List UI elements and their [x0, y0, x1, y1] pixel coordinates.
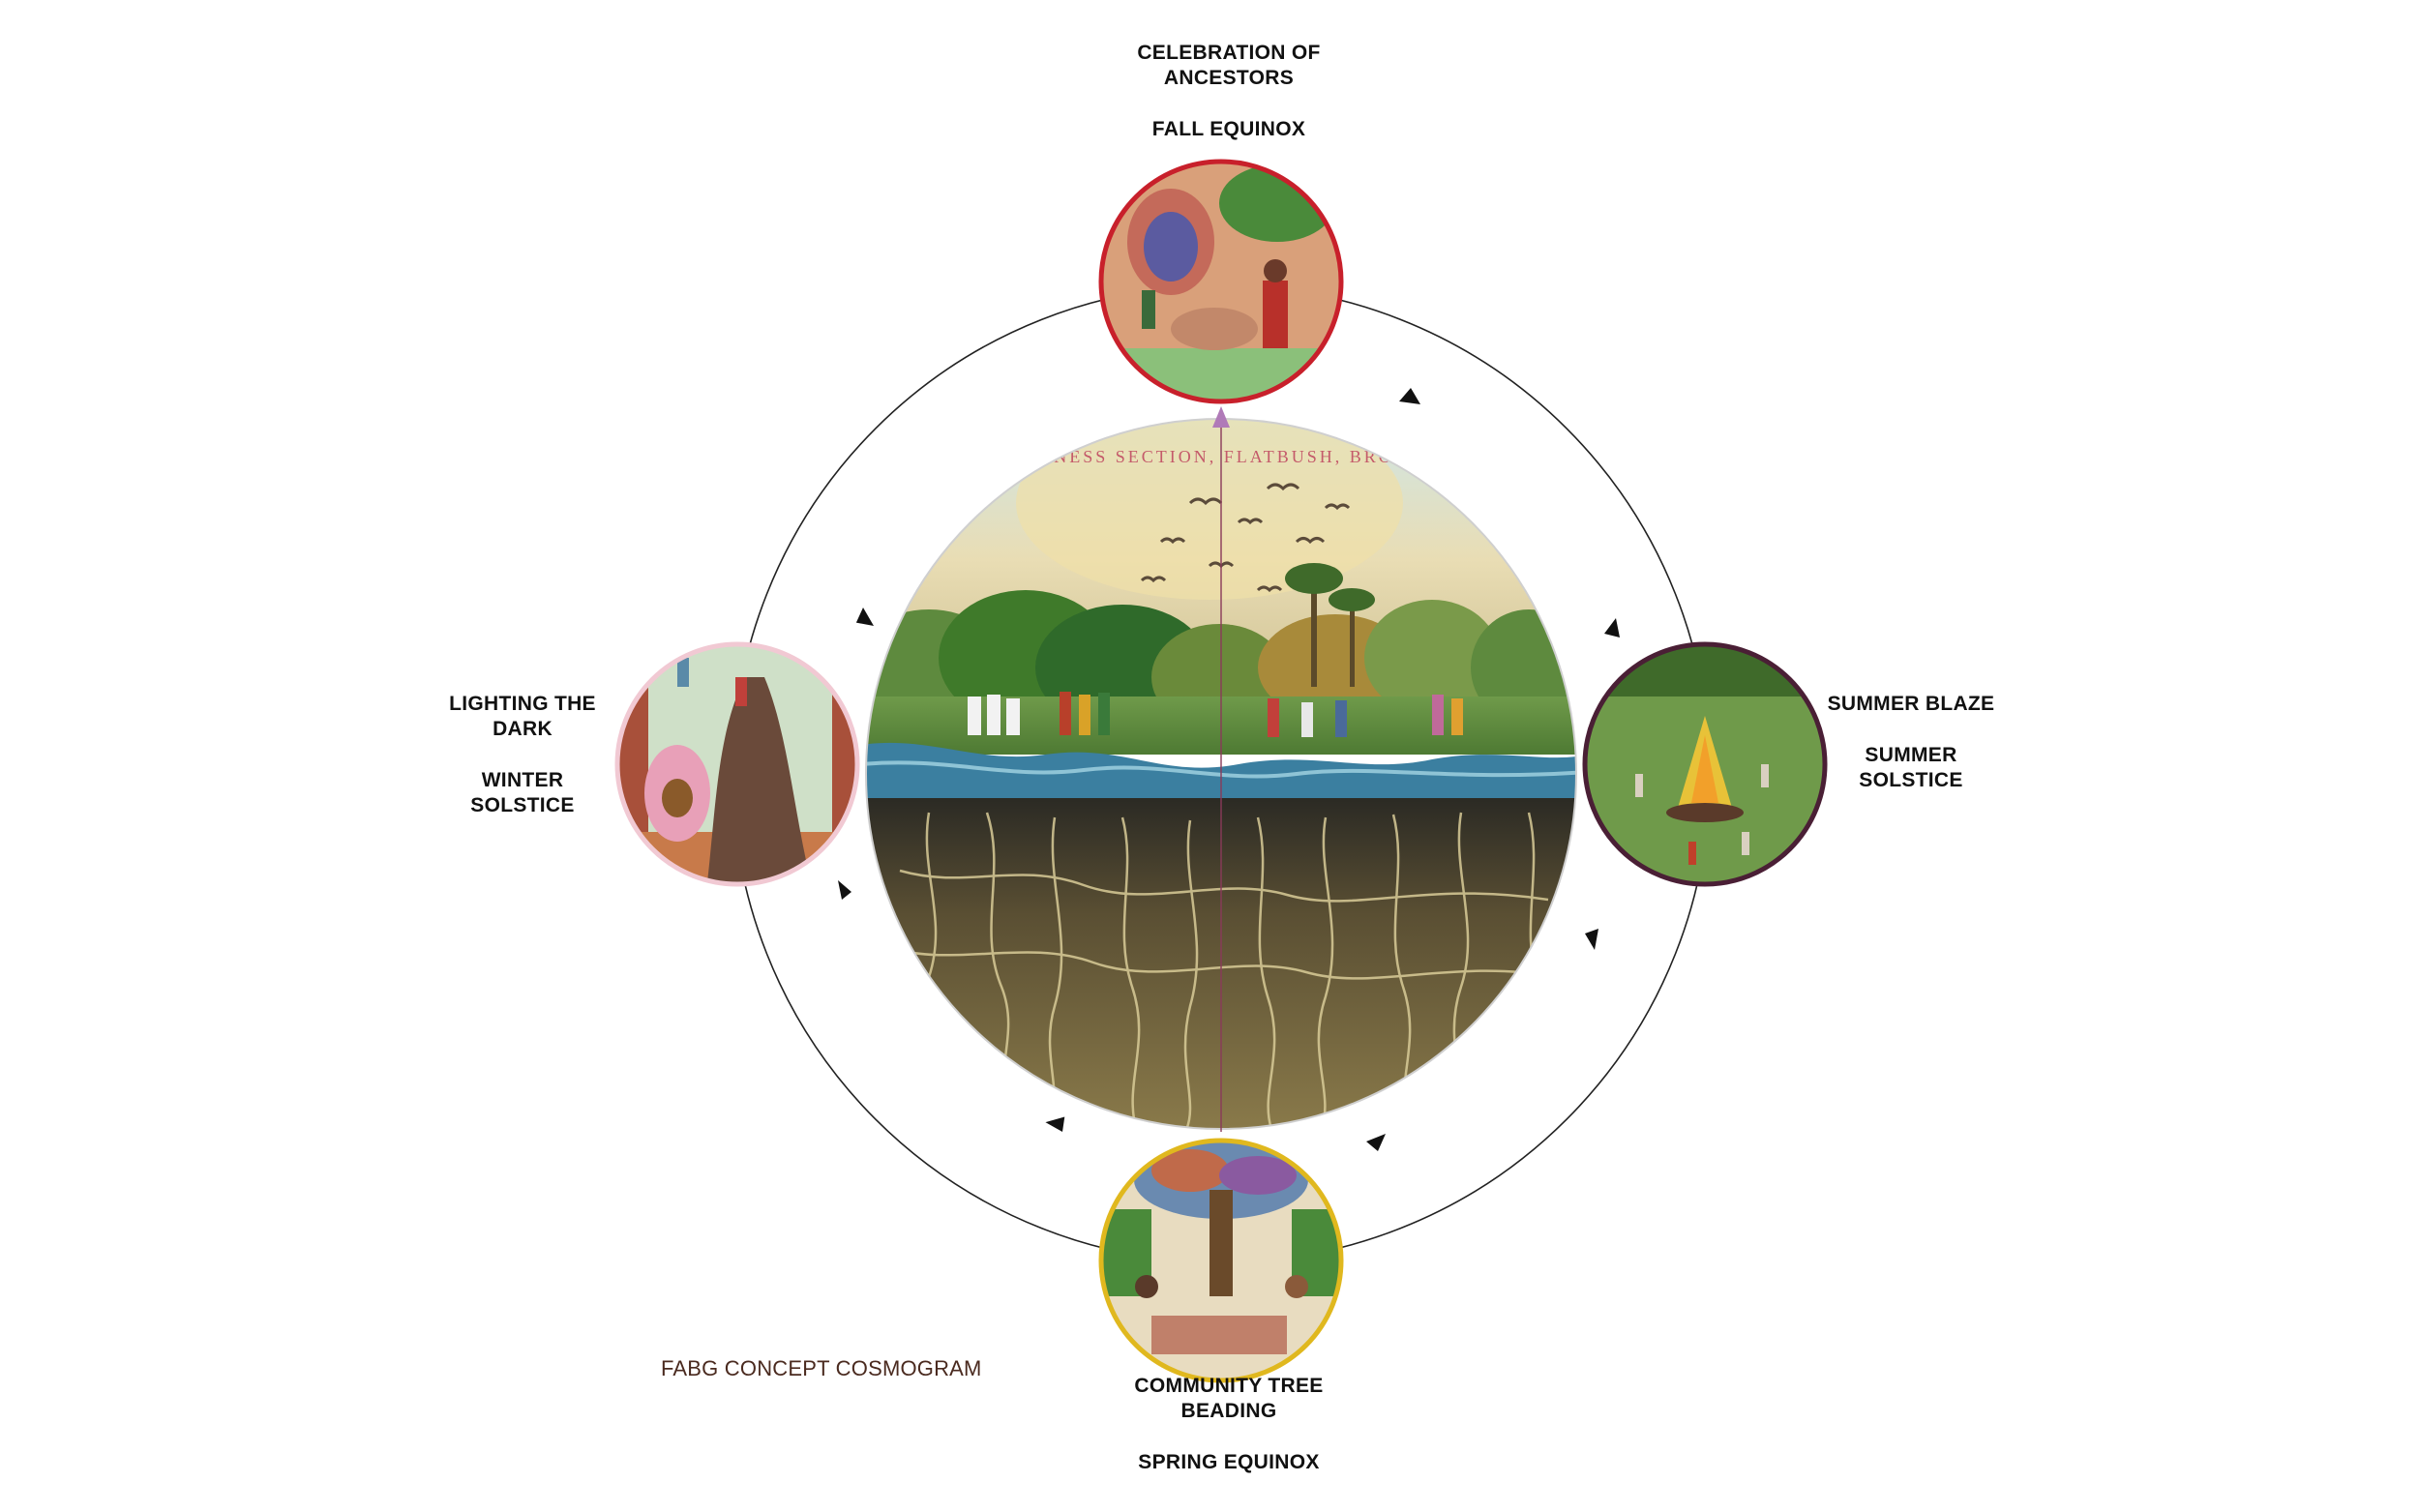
season-circle-fall	[1093, 155, 1355, 416]
arrow-icon	[1585, 929, 1598, 950]
label-winter-solstice: LIGHTING THE DARK WINTER SOLSTICE	[406, 692, 639, 818]
event-title: CELEBRATION OF	[1089, 41, 1369, 66]
season-name: SOLSTICE	[1795, 768, 2027, 793]
arrow-icon	[838, 880, 851, 900]
arrow-icon	[1045, 1110, 1070, 1134]
event-title: BEADING	[1079, 1399, 1379, 1424]
event-title: ANCESTORS	[1089, 66, 1369, 91]
label-summer-solstice: SUMMER BLAZE SUMMER SOLSTICE	[1795, 692, 2027, 793]
event-title: DARK	[406, 717, 639, 742]
arrow-icon	[1399, 388, 1420, 404]
season-name: FALL EQUINOX	[1089, 117, 1369, 142]
season-circle-winter	[610, 638, 871, 909]
season-circle-spring	[1093, 1132, 1355, 1393]
event-title: SUMMER BLAZE	[1795, 692, 2027, 717]
season-name: SUMMER	[1795, 743, 2027, 768]
season-name: SPRING EQUINOX	[1079, 1450, 1379, 1475]
event-title: LIGHTING THE	[406, 692, 639, 717]
season-name: SOLSTICE	[406, 793, 639, 818]
arrow-icon	[1366, 1134, 1386, 1151]
season-name: WINTER	[406, 768, 639, 793]
label-spring-equinox: COMMUNITY TREE BEADING SPRING EQUINOX	[1079, 1374, 1379, 1475]
arrow-icon	[1604, 618, 1620, 637]
arrow-icon	[851, 608, 874, 633]
axis-arrow-icon	[1212, 406, 1230, 428]
diagram-caption: FABG CONCEPT COSMOGRAM	[661, 1356, 982, 1381]
event-title: COMMUNITY TREE	[1079, 1374, 1379, 1399]
center-illustration: SINESS SECTION, FLATBUSH, BROO	[851, 406, 1587, 1132]
label-fall-equinox: CELEBRATION OF ANCESTORS FALL EQUINOX	[1089, 41, 1369, 142]
